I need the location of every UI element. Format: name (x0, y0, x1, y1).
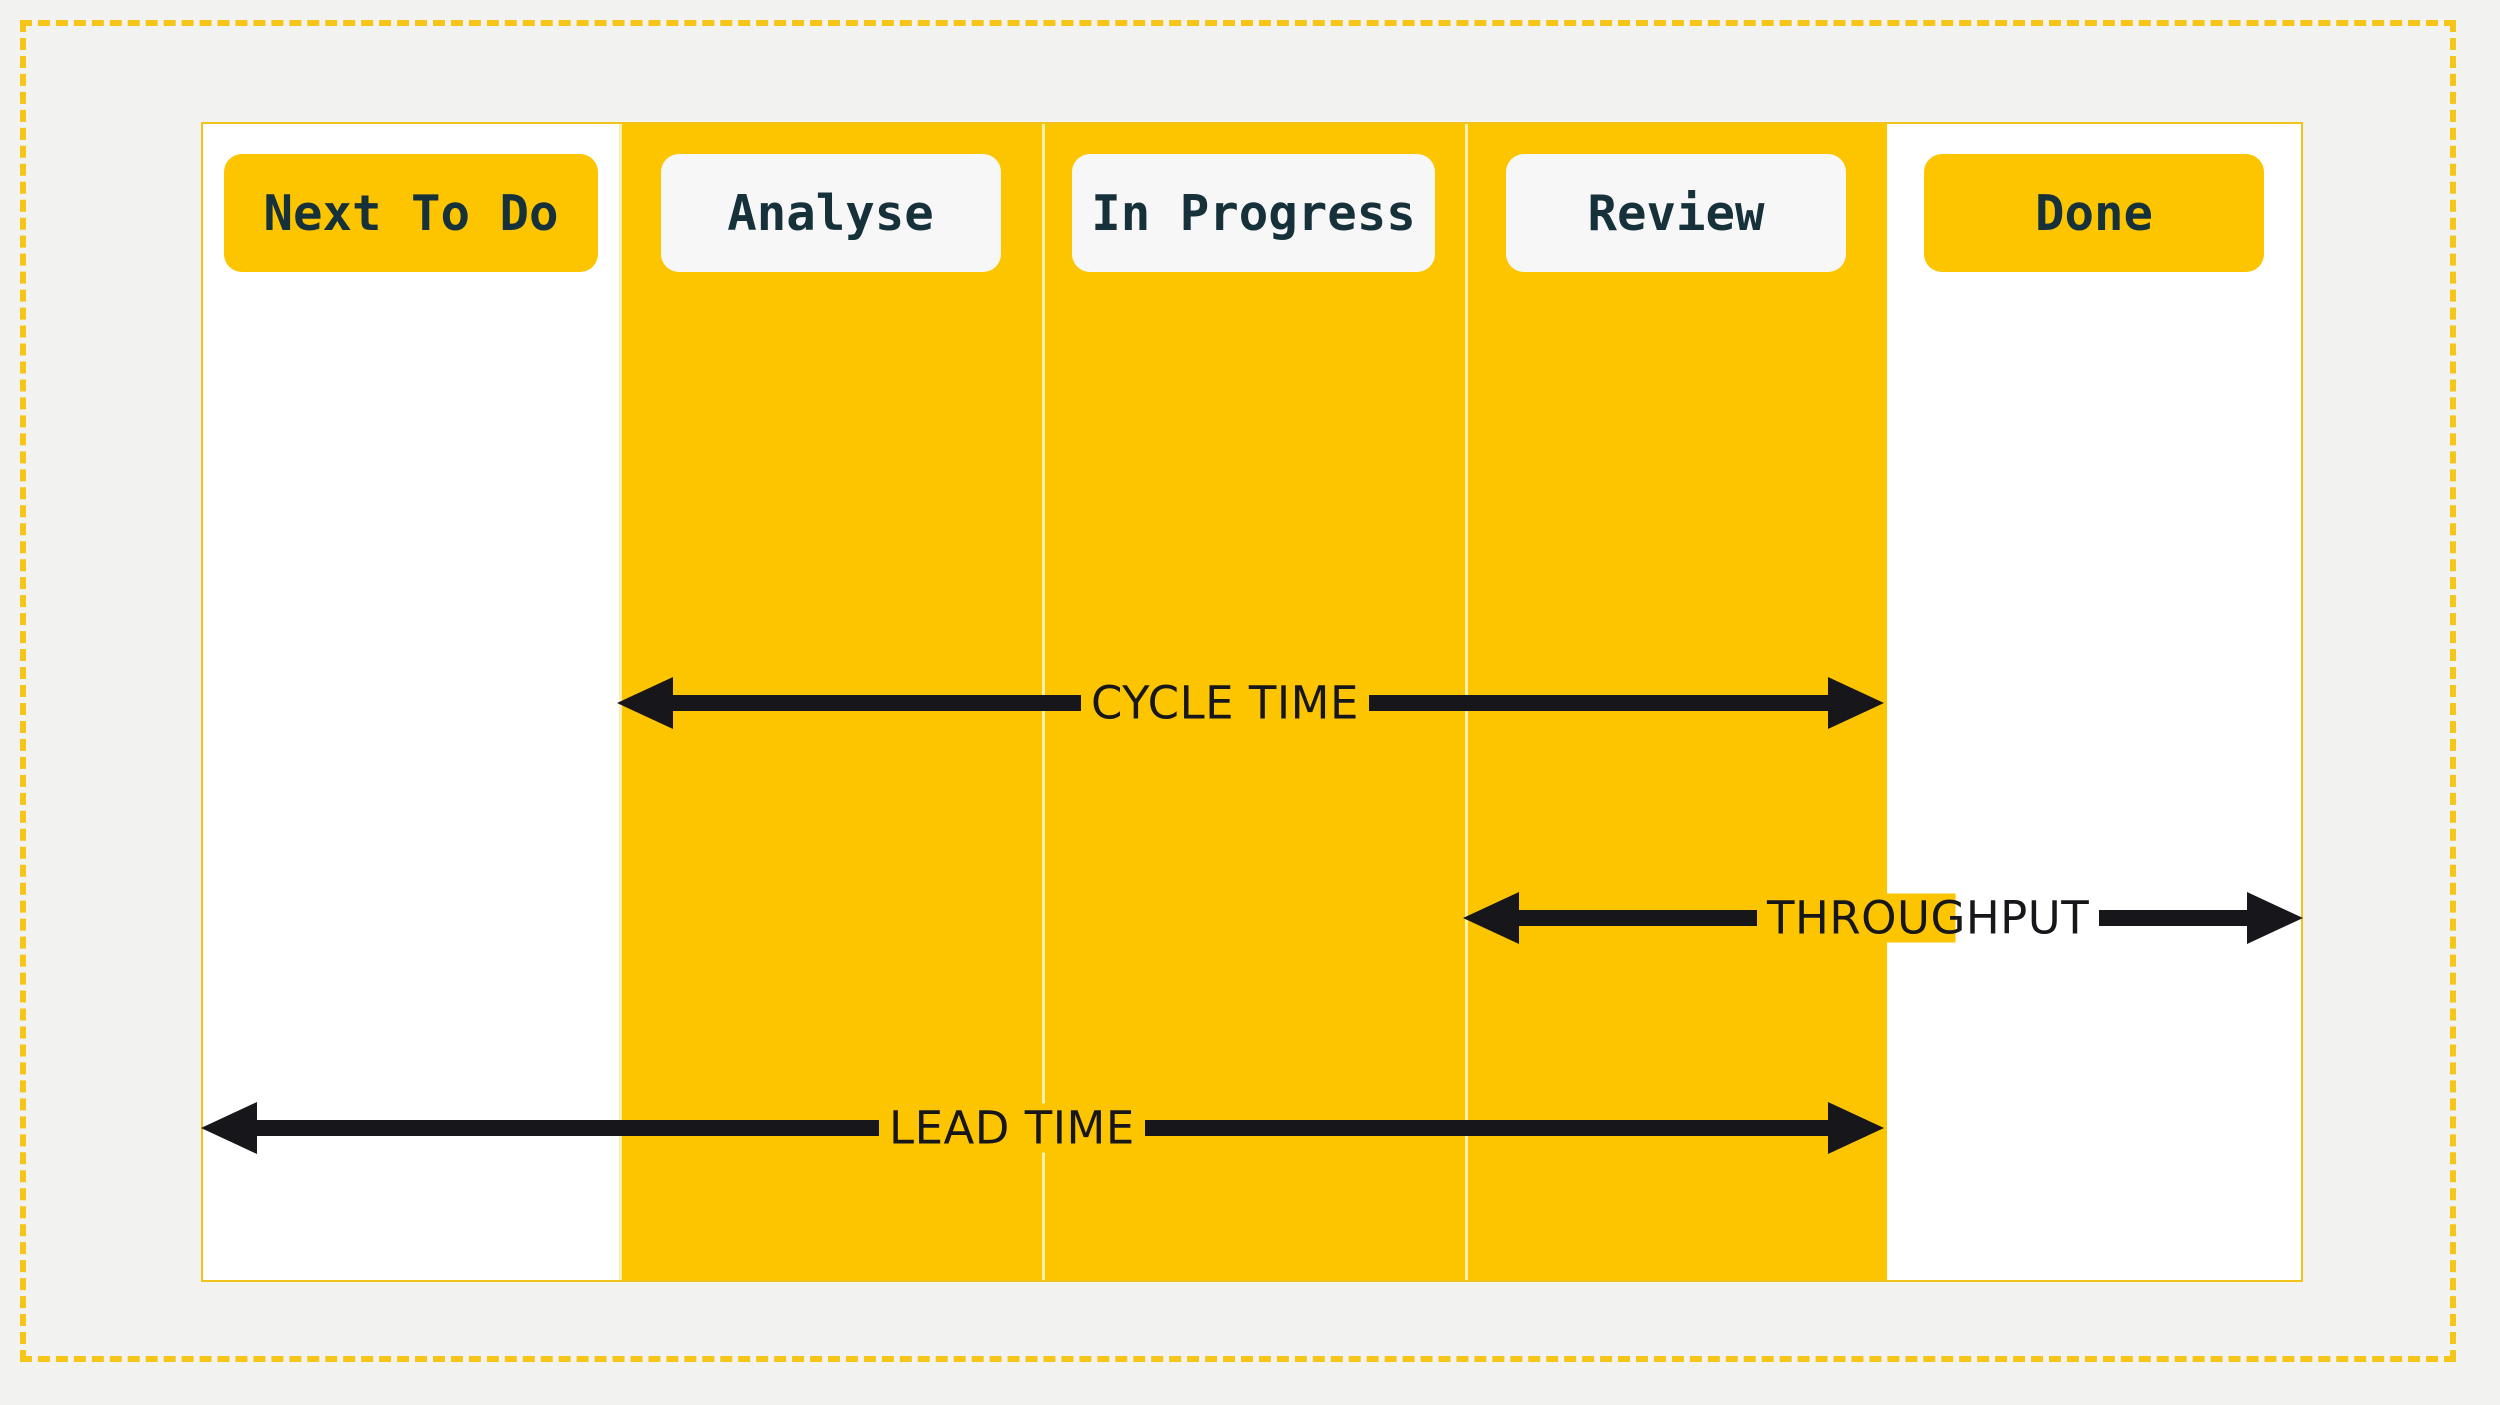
column-header-review[interactable]: Review (1506, 154, 1846, 272)
board-column-in-progress[interactable]: In Progress (1042, 124, 1465, 1280)
board-column-review[interactable]: Review (1465, 124, 1887, 1280)
kanban-board: Next To Do Analyse In Progress Review Do… (201, 122, 2303, 1282)
column-header-done[interactable]: Done (1924, 154, 2264, 272)
column-header-analyse[interactable]: Analyse (660, 154, 1001, 272)
board-column-analyse[interactable]: Analyse (619, 124, 1042, 1280)
board-column-done[interactable]: Done (1887, 124, 2301, 1280)
board-column-next-to-do[interactable]: Next To Do (203, 124, 619, 1280)
column-header-next-to-do[interactable]: Next To Do (224, 154, 598, 272)
column-header-in-progress[interactable]: In Progress (1072, 154, 1435, 272)
